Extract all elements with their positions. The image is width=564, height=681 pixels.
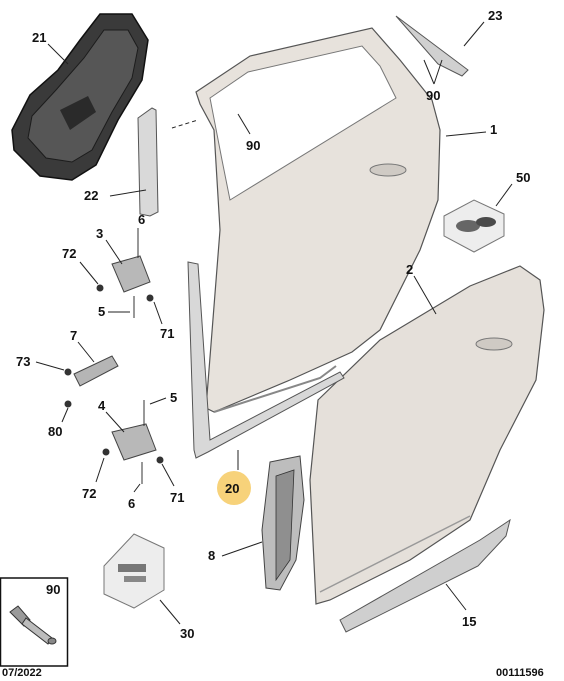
callout-6-upper-label: 6: [138, 212, 145, 227]
callout-3: 3: [96, 226, 123, 265]
part-3-upper-hinge: [96, 228, 154, 318]
callout-21: 21: [32, 30, 69, 65]
callout-8: 8: [208, 541, 263, 563]
callout-73: 73: [16, 354, 65, 371]
callout-5-lower: 5: [149, 390, 177, 405]
callout-22-label: 22: [84, 188, 98, 203]
callout-3-label: 3: [96, 226, 103, 241]
callout-22: 22: [84, 188, 147, 203]
callout-90-mid-label: 90: [246, 138, 260, 153]
callout-71-upper-label: 71: [160, 326, 174, 341]
callout-6-lower: 6: [128, 483, 141, 511]
part-8-window-regulator: [261, 455, 305, 591]
part-23-corner-trim: [395, 15, 469, 77]
part-21-door-trim-panel: [11, 13, 149, 181]
callout-6-upper: 6: [138, 212, 145, 227]
callout-4-label: 4: [98, 398, 106, 413]
part-50-clip-kit: [443, 199, 505, 253]
footer-date: 07/2022: [2, 667, 42, 679]
inset-part-90: 90: [0, 577, 69, 667]
callout-5-upper-label: 5: [98, 304, 105, 319]
callout-8-label: 8: [208, 548, 215, 563]
callout-71-lower: 71: [161, 463, 184, 505]
part-30-fastener-kit: [103, 533, 165, 609]
callout-72-lower: 72: [82, 457, 105, 501]
callout-90-upper: 90: [423, 59, 443, 103]
callout-80: 80: [48, 407, 69, 439]
callout-50: 50: [495, 170, 530, 207]
callout-30: 30: [159, 599, 194, 641]
callout-4: 4: [98, 398, 125, 433]
part-4-lower-hinge: [102, 400, 164, 484]
callout-15-label: 15: [462, 614, 476, 629]
part-1-door-shell: [195, 27, 441, 413]
callout-2: 2: [406, 262, 437, 315]
callout-23-label: 23: [488, 8, 502, 23]
callout-6-lower-label: 6: [128, 496, 135, 511]
callout-90-upper-label: 90: [426, 88, 440, 103]
callout-71-lower-label: 71: [170, 490, 184, 505]
callout-50-label: 50: [516, 170, 530, 185]
part-2-outer-door-panel: [309, 265, 545, 605]
part-20-door-seal: [187, 261, 345, 459]
callout-20-label: 20: [225, 481, 239, 496]
rivet-icon: [9, 605, 57, 645]
callout-5-upper: 5: [98, 304, 130, 319]
callout-7: 7: [70, 328, 95, 363]
callout-73-label: 73: [16, 354, 30, 369]
part-15-lower-moulding: [339, 518, 511, 633]
part-7-door-check: [64, 355, 119, 408]
callout-71-upper: 71: [153, 301, 174, 341]
callout-20: 20: [217, 450, 251, 505]
callout-15: 15: [445, 583, 476, 629]
callout-21-label: 21: [32, 30, 46, 45]
callout-5-lower-label: 5: [170, 390, 177, 405]
callout-72-lower-label: 72: [82, 486, 96, 501]
inset-90-label: 90: [46, 582, 60, 597]
callout-23: 23: [463, 8, 502, 47]
callout-80-label: 80: [48, 424, 62, 439]
callout-1-label: 1: [490, 122, 497, 137]
callout-1: 1: [445, 122, 497, 137]
part-22-pillar-trim: [137, 107, 159, 217]
callout-72-upper-label: 72: [62, 246, 76, 261]
callout-30-label: 30: [180, 626, 194, 641]
callout-72-upper: 72: [62, 246, 99, 285]
footer-reference: 00111596: [496, 667, 544, 679]
callout-7-label: 7: [70, 328, 77, 343]
callout-90-mid: 90: [171, 113, 260, 153]
callout-2-label: 2: [406, 262, 413, 277]
